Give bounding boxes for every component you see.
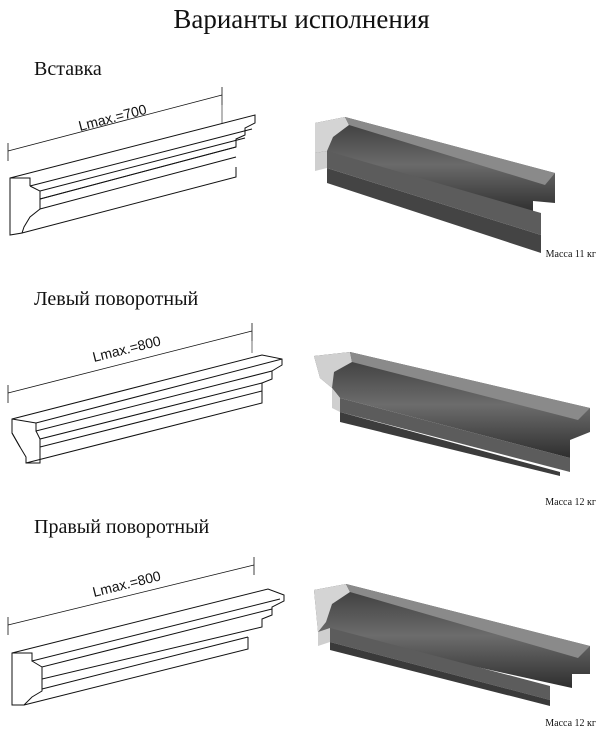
dimension-label: Lmax.=800 — [91, 567, 163, 599]
variant-left-turning: Левый поворотный Lmax.=800 — [0, 288, 603, 518]
variant-insert: Вставка Lmax.=700 — [0, 58, 603, 268]
variant-label: Правый поворотный — [34, 516, 210, 538]
variant-label: Вставка — [34, 58, 102, 80]
cornice-line-drawing: Lmax.=800 — [7, 323, 283, 464]
mass-label: Масса 11 кг — [545, 249, 596, 260]
cornice-line-drawing: Lmax.=800 — [7, 557, 285, 706]
cornice-render — [314, 584, 590, 706]
dimension-label: Lmax.=800 — [91, 332, 163, 364]
cornice-render — [314, 352, 590, 476]
mass-label: Масса 12 кг — [545, 718, 596, 729]
cornice-render — [315, 117, 555, 253]
mass-label: Масса 12 кг — [545, 497, 596, 508]
variant-right-turning: Правый поворотный Lmax.=800 — [0, 516, 603, 746]
page-title: Варианты исполнения — [173, 4, 430, 34]
dimension-label: Lmax.=700 — [77, 101, 149, 134]
cornice-line-drawing: Lmax.=700 — [7, 87, 256, 236]
variant-label: Левый поворотный — [34, 288, 199, 310]
